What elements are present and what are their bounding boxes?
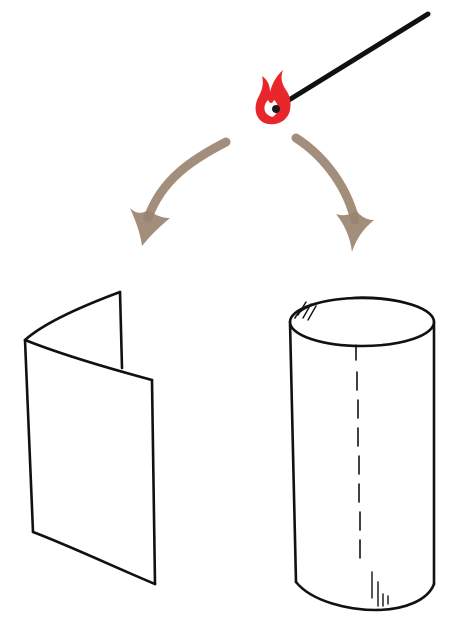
flame-icon [256, 70, 291, 124]
left-arrow-shaft [148, 142, 226, 218]
curved-arrow-down-right-icon [296, 138, 374, 252]
right-arrow-head [336, 210, 374, 252]
sheet-bottom-edge [33, 532, 155, 584]
curved-arrow-down-left-icon [130, 142, 226, 246]
left-arrow-head [130, 208, 170, 246]
cylinder-shading [298, 302, 388, 606]
sheet-right-edge [152, 380, 155, 584]
match-head [272, 105, 280, 113]
bent-paper-sheet [25, 292, 155, 584]
right-arrow-shaft [296, 138, 355, 220]
cylinder-seam [356, 345, 360, 558]
cylinder-bottom-rim [296, 582, 434, 610]
sheet-back-right-edge [120, 292, 122, 368]
paper-cylinder [290, 297, 434, 610]
cylinder-left-side [290, 322, 296, 582]
burning-match-icon [256, 14, 428, 124]
sheet-fold-curve [25, 340, 152, 380]
match-stick [276, 14, 428, 108]
sheet-left-edge [25, 340, 33, 532]
sheet-top-edge [25, 292, 120, 340]
